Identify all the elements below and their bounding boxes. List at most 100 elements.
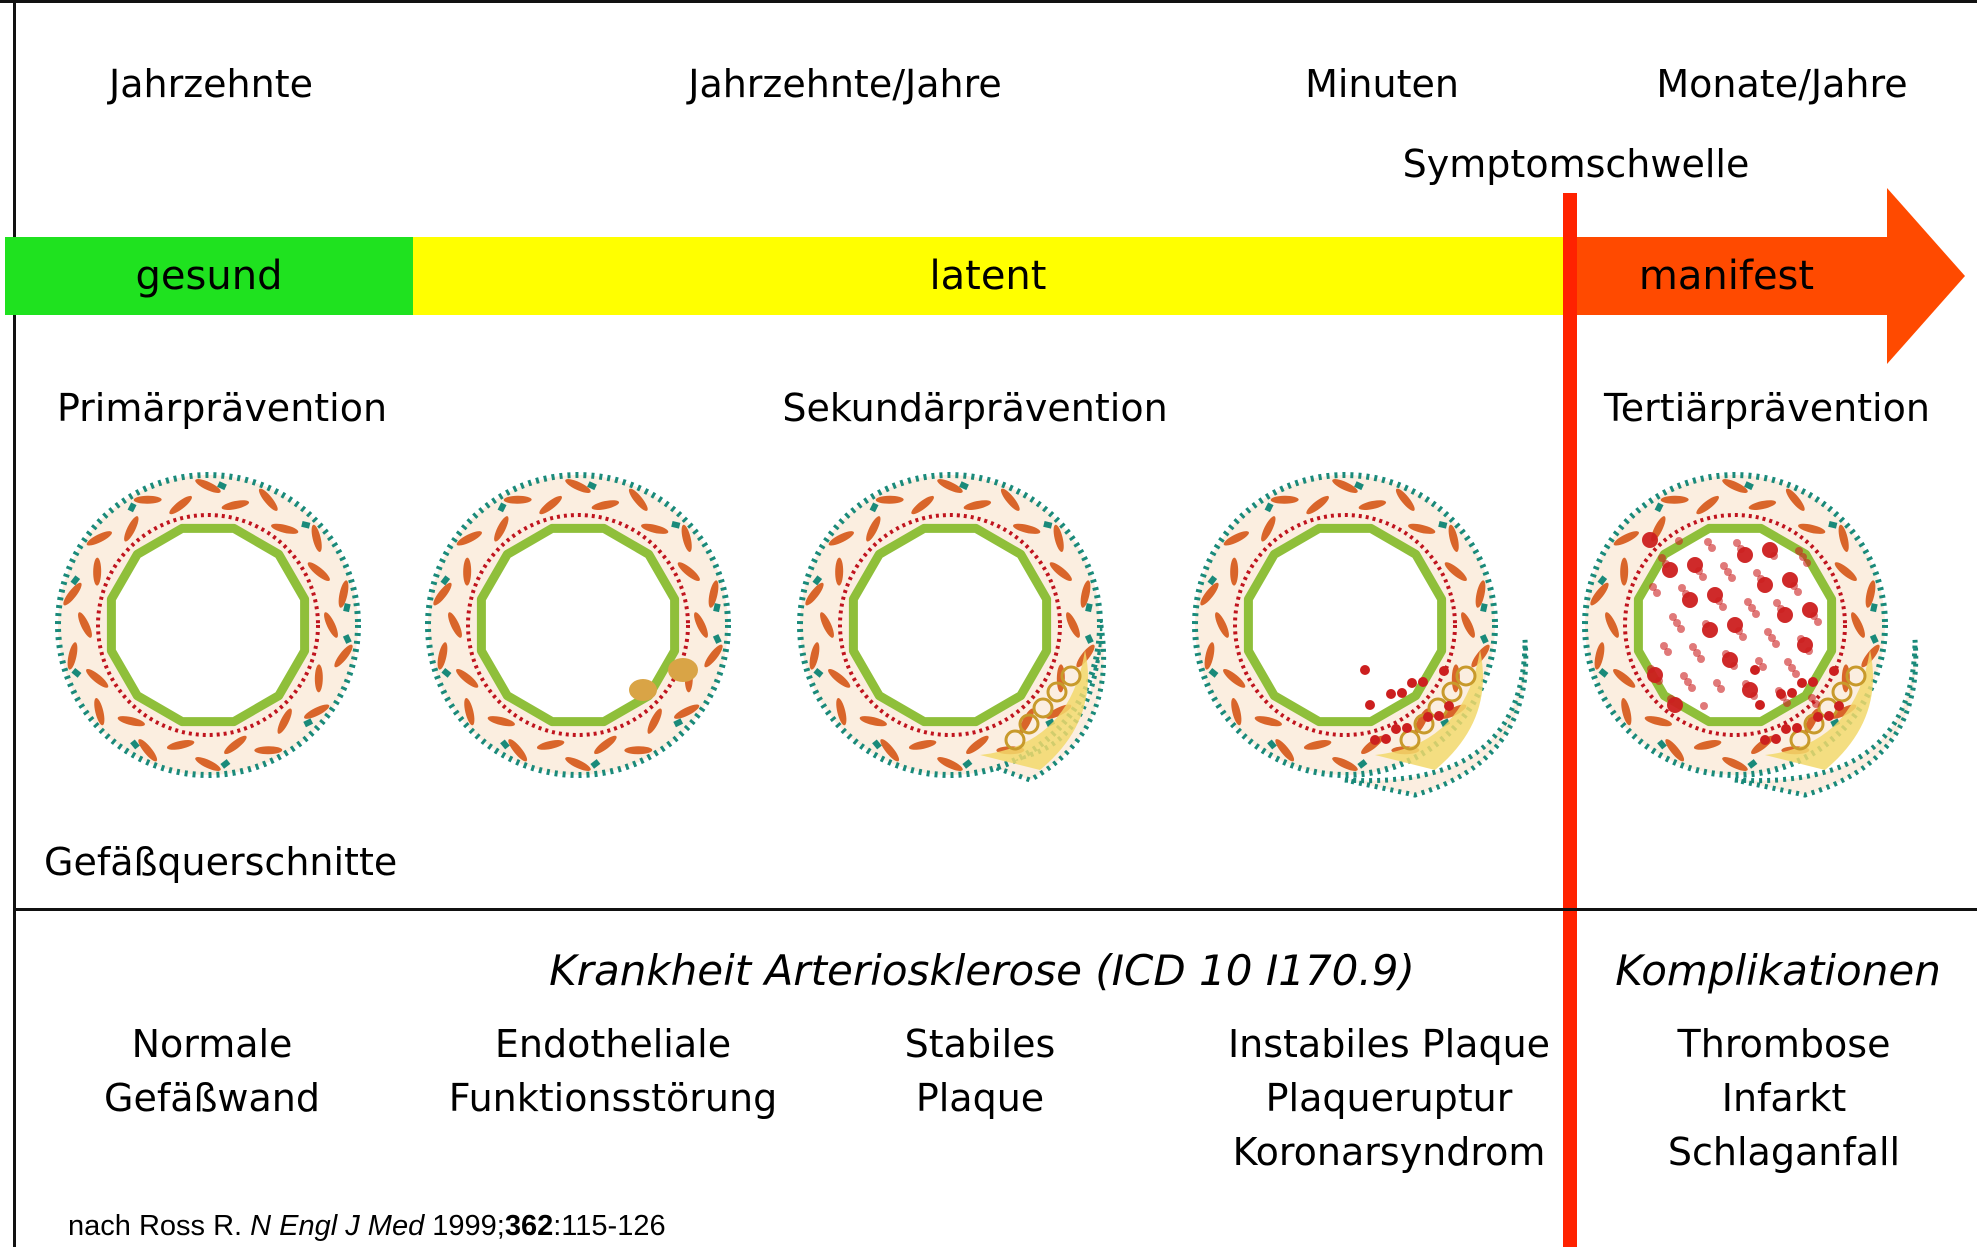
phase-healthy-label: gesund bbox=[136, 253, 283, 299]
symptom-threshold-line bbox=[1563, 193, 1577, 1247]
secondary-prevention-label: Sekundärprävention bbox=[782, 386, 1167, 430]
stage-complications: Thrombose Infarkt Schlaganfall bbox=[1668, 1017, 1900, 1179]
primary-prevention-label: Primärprävention bbox=[57, 386, 387, 430]
stage-endothelial-line1: Endotheliale bbox=[449, 1017, 777, 1071]
vessel-stable-plaque bbox=[800, 470, 1150, 820]
frame-left-border bbox=[13, 0, 16, 1247]
stage-complications-line3: Schlaganfall bbox=[1668, 1125, 1900, 1179]
blood-cell bbox=[1787, 688, 1797, 698]
symptom-threshold-label: Symptomschwelle bbox=[1403, 142, 1750, 186]
blood-cell bbox=[1813, 712, 1823, 722]
thrombus-cell bbox=[1707, 587, 1723, 603]
phase-manifest: manifest bbox=[1563, 237, 1890, 315]
phase-latent-label: latent bbox=[930, 253, 1047, 299]
thrombus-cell bbox=[1667, 695, 1675, 703]
thrombus-cell bbox=[1660, 642, 1668, 650]
thrombus-cell bbox=[1797, 635, 1805, 643]
phase-manifest-label: manifest bbox=[1639, 253, 1814, 299]
citation-prefix: nach Ross R. bbox=[68, 1210, 250, 1242]
blood-cell bbox=[1407, 678, 1417, 688]
stage-normal-wall: Normale Gefäßwand bbox=[104, 1017, 320, 1125]
vessel-group bbox=[428, 475, 728, 775]
thrombus-cell bbox=[1795, 547, 1803, 555]
endothelium bbox=[853, 528, 1046, 721]
thrombus-cell bbox=[1687, 557, 1703, 573]
thrombus-cell bbox=[1702, 620, 1710, 628]
thrombus-cell bbox=[1808, 694, 1816, 702]
duration-months-years: Monate/Jahre bbox=[1656, 62, 1907, 106]
vessel-endothelial-dysfunction bbox=[428, 470, 748, 790]
stage-unstable-line2: Plaqueruptur bbox=[1228, 1071, 1550, 1125]
thrombus-cell bbox=[1744, 598, 1752, 606]
phase-healthy: gesund bbox=[5, 237, 413, 315]
stage-endothelial-line2: Funktionsstörung bbox=[449, 1071, 777, 1125]
vessel-thrombosis bbox=[1585, 470, 1945, 820]
thrombus-cell bbox=[1722, 650, 1730, 658]
blood-cell bbox=[1781, 724, 1791, 734]
citation-year: 1999; bbox=[424, 1210, 505, 1242]
blood-cell bbox=[1418, 677, 1428, 687]
stage-stable-line2: Plaque bbox=[905, 1071, 1056, 1125]
thrombus-cell bbox=[1700, 702, 1708, 710]
blood-cell bbox=[1360, 665, 1370, 675]
thrombus-cell bbox=[1647, 665, 1655, 673]
thrombus-cell bbox=[1762, 542, 1778, 558]
stage-normal-line1: Normale bbox=[104, 1017, 320, 1071]
duration-decades-years: Jahrzehnte/Jahre bbox=[688, 62, 1002, 106]
thrombus-cell bbox=[1669, 613, 1677, 621]
thrombus-cell bbox=[1720, 562, 1728, 570]
blood-cell bbox=[1381, 734, 1391, 744]
blood-cell bbox=[1423, 712, 1433, 722]
thrombus-cell bbox=[1742, 680, 1750, 688]
vessel-group bbox=[58, 475, 358, 775]
timeline-arrow-head bbox=[1887, 188, 1967, 364]
thrombus-cell bbox=[1802, 602, 1818, 618]
vessel-group bbox=[800, 475, 1104, 780]
thrombus-cell bbox=[1675, 537, 1683, 545]
vessel-normal bbox=[58, 470, 368, 790]
blood-cell bbox=[1444, 701, 1454, 711]
stage-stable-line1: Stabiles bbox=[905, 1017, 1056, 1071]
vessel-unstable-plaque bbox=[1195, 470, 1555, 820]
stage-stable-plaque: Stabiles Plaque bbox=[905, 1017, 1056, 1125]
thrombus-cell bbox=[1689, 643, 1697, 651]
thrombus-cell bbox=[1649, 583, 1657, 591]
thrombus-cell bbox=[1733, 539, 1741, 547]
citation-journal: N Engl J Med bbox=[250, 1210, 424, 1242]
tertiary-prevention-label: Tertiärprävention bbox=[1604, 386, 1930, 430]
duration-minutes: Minuten bbox=[1305, 62, 1459, 106]
monocyte bbox=[668, 658, 698, 682]
thrombus-cell bbox=[1658, 554, 1666, 562]
blood-cell bbox=[1792, 723, 1802, 733]
stage-complications-line2: Infarkt bbox=[1668, 1071, 1900, 1125]
citation-pages: :115-126 bbox=[553, 1210, 665, 1242]
blood-cell bbox=[1829, 666, 1839, 676]
thrombus-cell bbox=[1680, 672, 1688, 680]
frame-top-border bbox=[0, 0, 1977, 3]
disease-heading: Krankheit Arteriosklerose (ICD 10 I170.9… bbox=[549, 946, 1415, 995]
blood-cell bbox=[1797, 678, 1807, 688]
thrombus-cell bbox=[1764, 628, 1772, 636]
blood-cell bbox=[1434, 711, 1444, 721]
blood-cell bbox=[1386, 689, 1396, 699]
stage-complications-line1: Thrombose bbox=[1668, 1017, 1900, 1071]
cross-sections-label: Gefäßquerschnitte bbox=[44, 840, 397, 884]
phase-latent: latent bbox=[413, 237, 1563, 315]
blood-cell bbox=[1771, 734, 1781, 744]
stage-unstable-line3: Koronarsyndrom bbox=[1228, 1125, 1550, 1179]
blood-cell bbox=[1402, 723, 1412, 733]
thrombus-cell bbox=[1704, 538, 1712, 546]
blood-cell bbox=[1365, 700, 1375, 710]
citation-volume: 362 bbox=[505, 1210, 553, 1242]
thrombus-cell bbox=[1753, 569, 1761, 577]
thrombus-cell bbox=[1784, 658, 1792, 666]
thrombus-cell bbox=[1727, 617, 1743, 633]
vessel-group bbox=[1585, 475, 1916, 795]
endothelium bbox=[111, 528, 304, 721]
thrombus-cell bbox=[1678, 584, 1686, 592]
duration-decades: Jahrzehnte bbox=[109, 62, 313, 106]
blood-cell bbox=[1397, 688, 1407, 698]
thrombus-cell bbox=[1642, 532, 1658, 548]
thrombus-cell bbox=[1775, 687, 1783, 695]
blood-cell bbox=[1824, 711, 1834, 721]
